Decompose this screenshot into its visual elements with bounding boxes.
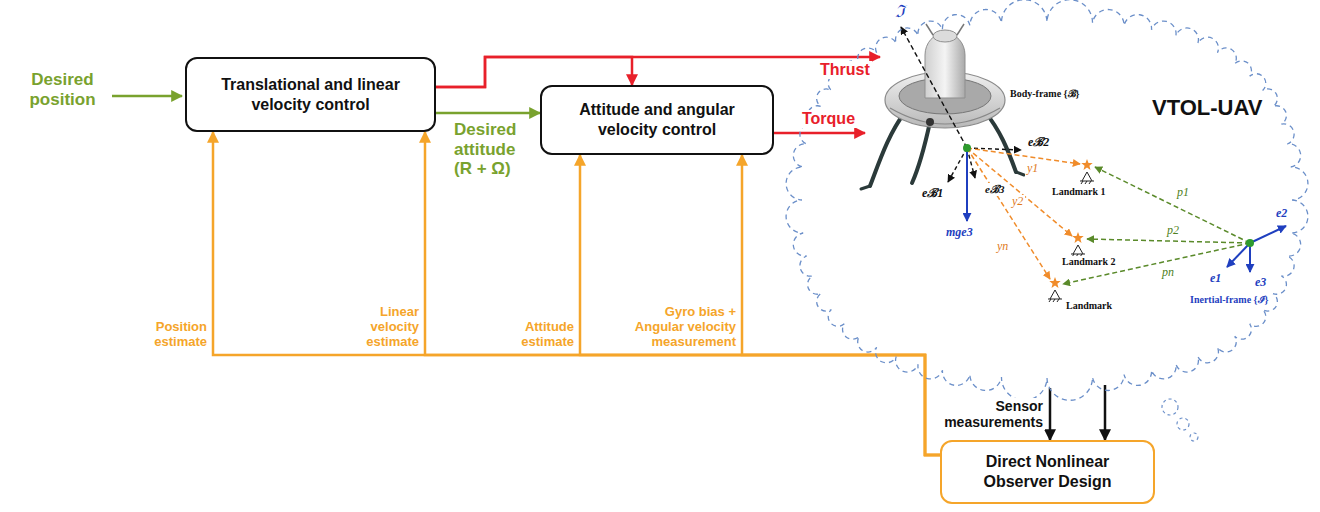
connector xyxy=(425,132,940,455)
edge-label: Gyro bias + Angular velocity measurement xyxy=(616,305,738,350)
position-label: p2 xyxy=(1165,224,1181,238)
landmark-label: Landmark 2 xyxy=(1060,256,1118,268)
frame-label: Body-frame {ℬ} xyxy=(1008,88,1081,100)
inertial-origin xyxy=(1246,239,1254,247)
frame-label: Inertial-frame {ℐ} xyxy=(1188,294,1270,306)
connector xyxy=(436,57,632,87)
position-label: pn xyxy=(1160,266,1176,280)
edge-label: Desired attitude (R + Ω) xyxy=(452,120,534,179)
connector xyxy=(742,155,940,455)
axis-label: ℑ xyxy=(893,2,907,22)
measurement-label: y2 xyxy=(1010,195,1025,209)
measurement-label: yn xyxy=(995,240,1010,254)
axis-label: e2 xyxy=(1274,207,1289,221)
edge-label: Attitude estimate xyxy=(514,320,576,350)
connector xyxy=(1104,385,1107,440)
edge-label: Position estimate xyxy=(147,320,209,350)
connector xyxy=(436,112,540,115)
box-text: Translational and linear velocity contro… xyxy=(199,75,422,115)
edge-label: Torque xyxy=(800,110,857,128)
body-origin xyxy=(963,144,971,152)
force-label: mge3 xyxy=(944,226,975,240)
vehicle-name: VTOL-UAV xyxy=(1152,95,1262,121)
edge-label: Sensor measurements xyxy=(935,398,1045,430)
landmark-symbol xyxy=(1048,277,1062,302)
connector xyxy=(213,132,940,455)
body-frame-axes xyxy=(901,27,1021,221)
control-box: Attitude and angular velocity control xyxy=(540,85,774,155)
connector xyxy=(436,57,880,87)
input-arrow xyxy=(112,95,182,98)
box-text: Direct Nonlinear Observer Design xyxy=(956,452,1139,492)
thought-bubbles xyxy=(1162,399,1198,441)
inertial-frame-axes xyxy=(1227,226,1286,272)
drone-illustration xyxy=(861,24,1024,189)
landmark-symbol xyxy=(1080,159,1094,184)
axis-label: eℬ1 xyxy=(920,187,945,201)
axis-label: e1 xyxy=(1208,272,1223,286)
position-label: p1 xyxy=(1175,186,1191,200)
edge-label: Linear velocity estimate xyxy=(359,305,421,350)
measurement-label: y1 xyxy=(1025,162,1040,176)
landmark-label: Landmark 1 xyxy=(1050,186,1108,198)
connector xyxy=(1049,388,1052,440)
control-box: Translational and linear velocity contro… xyxy=(185,57,436,132)
axis-label: eℬ2 xyxy=(1026,136,1051,150)
edge-label: Thrust xyxy=(818,61,872,79)
input-label: Desired position xyxy=(15,70,110,109)
connector xyxy=(774,132,865,135)
axis-label: e3 xyxy=(1253,276,1268,290)
connector xyxy=(580,155,940,455)
axis-label: eℬ3 xyxy=(983,183,1006,196)
landmark-symbol xyxy=(1071,232,1085,257)
observer-box: Direct Nonlinear Observer Design xyxy=(940,440,1155,504)
landmark-label: Landmark xyxy=(1064,300,1114,312)
box-text: Attitude and angular velocity control xyxy=(554,100,760,140)
